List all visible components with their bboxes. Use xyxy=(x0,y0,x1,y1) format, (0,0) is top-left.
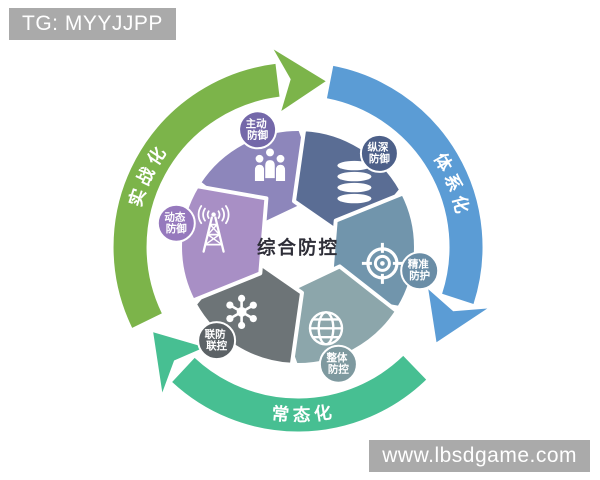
center-label: 综合防控 xyxy=(257,237,339,258)
svg-text:纵深 防御: 纵深 防御 xyxy=(367,140,391,165)
svg-text:精准 防护: 精准 防护 xyxy=(408,258,432,283)
database-icon xyxy=(337,160,372,204)
watermark-badge-bottom: www.lbsdgame.com xyxy=(369,440,590,472)
ring-arrow-normalized xyxy=(153,332,427,432)
people-icon xyxy=(254,147,286,182)
badge-joint-prevention-control: 联防 联控 xyxy=(197,321,237,361)
badge-overall-prevention: 整体 防控 xyxy=(318,344,358,384)
watermark-badge-top: TG: MYYJJPP xyxy=(9,8,176,40)
radio-tower-icon xyxy=(197,205,230,253)
svg-text:联防 联控: 联防 联控 xyxy=(205,328,229,353)
arrow-head-systematized xyxy=(428,289,488,343)
svg-text:主动 防御: 主动 防御 xyxy=(246,117,270,142)
network-icon xyxy=(226,294,257,329)
svg-text:整体 防控: 整体 防控 xyxy=(325,351,350,376)
svg-text:动态 防御: 动态 防御 xyxy=(164,210,188,235)
ring-arrow-combat-oriented xyxy=(113,49,326,328)
badge-dynamic-defense: 动态 防御 xyxy=(156,203,196,243)
arrow-head-normalized xyxy=(153,332,205,393)
badge-precise-protection: 精准 防护 xyxy=(400,251,440,291)
ring-label-normalized: 常态化 xyxy=(271,401,338,425)
badge-defense-in-depth: 纵深 防御 xyxy=(359,133,399,173)
ring-arrow-systematized xyxy=(326,65,488,343)
badge-active-defense: 主动 防御 xyxy=(238,110,278,150)
target-icon xyxy=(361,242,403,284)
arrow-head-combat-oriented xyxy=(273,49,326,111)
globe-icon xyxy=(308,311,344,346)
